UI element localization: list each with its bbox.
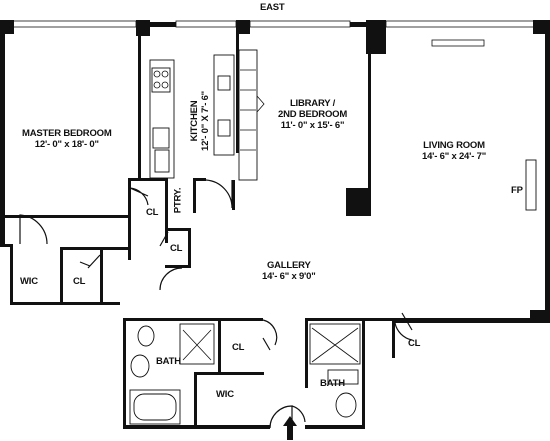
- room-bath-left: BATH: [156, 356, 181, 367]
- room-gallery: GALLERY 14'- 6" x 9'0": [262, 260, 316, 282]
- compass-label: EAST: [260, 2, 285, 13]
- doors: [19, 179, 413, 429]
- room-name: LIBRARY /: [289, 98, 336, 109]
- library-shelving: [238, 49, 265, 181]
- room-pantry: PTRY.: [172, 187, 184, 214]
- room-name: MASTER BEDROOM: [22, 128, 112, 139]
- closet-master: CL: [73, 276, 86, 287]
- room-dims: 14'- 6" x 9'0": [262, 271, 316, 282]
- closet-living: CL: [408, 338, 421, 349]
- room-name: GALLERY: [266, 260, 311, 271]
- room-master-bedroom: MASTER BEDROOM 12'- 0" x 18'- 0": [22, 128, 112, 150]
- room-name: KITCHEN: [188, 100, 200, 142]
- room-dims: 12'- 0" x 18'- 0": [34, 139, 99, 150]
- closet-small: CL: [170, 243, 183, 254]
- room-name-2: 2ND BEDROOM: [278, 109, 348, 120]
- right-bath-fixtures: [309, 323, 361, 418]
- exterior-walls: [0, 22, 550, 429]
- entry-arrow-icon: [283, 416, 297, 440]
- kitchen-fixtures: [149, 54, 235, 179]
- closet-pantry-left: CL: [146, 207, 159, 218]
- wic-master: WIC: [20, 276, 38, 287]
- room-bath-right: BATH: [320, 378, 345, 389]
- columns: [0, 20, 550, 322]
- room-dims: 11'- 0" x 15'- 6": [280, 120, 345, 131]
- room-name: LIVING ROOM: [423, 140, 485, 151]
- fireplace: [525, 159, 537, 211]
- room-library: LIBRARY / 2ND BEDROOM 11'- 0" x 15'- 6": [278, 98, 347, 131]
- room-dims: 12'- 0" X 7'- 6": [199, 91, 211, 151]
- closet-bath: CL: [232, 342, 245, 353]
- wic-entry: WIC: [216, 389, 234, 400]
- interior-walls: [5, 27, 395, 428]
- room-living-room: LIVING ROOM 14'- 6" x 24'- 7": [422, 140, 486, 162]
- room-dims: 14'- 6" x 24'- 7": [422, 151, 486, 162]
- windows: [7, 20, 543, 47]
- room-kitchen: KITCHEN 12'- 0" X 7'- 6": [189, 91, 211, 151]
- fireplace-label: FP: [511, 185, 523, 196]
- left-bath-fixtures: [129, 323, 215, 425]
